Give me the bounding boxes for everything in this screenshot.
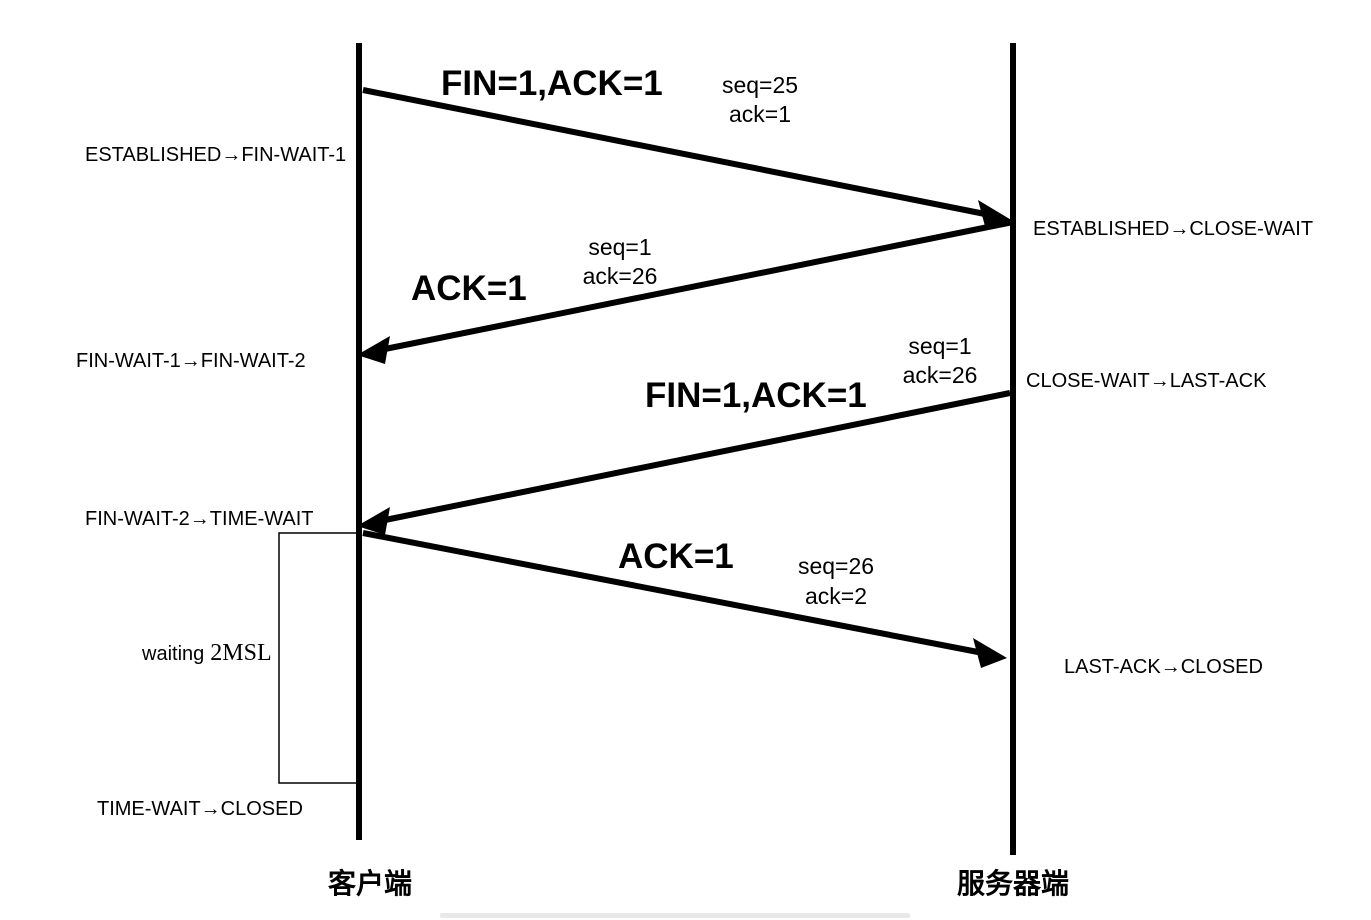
message-3-fin-ack: FIN=1,ACK=1 seq=1 ack=26: [357, 333, 1011, 535]
waiting-2msl-label: waiting 2MSL: [141, 640, 272, 666]
message-4-flags: ACK=1: [618, 537, 734, 576]
time-wait-bracket: [278, 532, 360, 784]
client-state-time-wait-closed: TIME-WAIT→CLOSED: [97, 798, 303, 820]
client-state-fin-wait-2-time-wait: FIN-WAIT-2→TIME-WAIT: [85, 508, 314, 530]
message-2-line: [384, 219, 1014, 352]
wait-duration-text: 2MSL: [210, 640, 271, 666]
client-state-fin-wait-1-fin-wait-2: FIN-WAIT-1→FIN-WAIT-2: [76, 350, 306, 372]
message-3-seq: seq=1: [908, 333, 971, 359]
message-4-arrowhead: [973, 638, 1007, 668]
message-2-seq: seq=1: [588, 234, 651, 260]
message-2-ack: ACK=1 seq=1 ack=26: [357, 219, 1014, 364]
message-1-fin-ack: FIN=1,ACK=1 seq=25 ack=1: [362, 64, 1013, 230]
server-state-close-wait-last-ack: CLOSE-WAIT→LAST-ACK: [1026, 370, 1267, 392]
message-2-ack: ack=26: [583, 263, 658, 289]
message-3-line: [384, 390, 1011, 523]
message-3-flags: FIN=1,ACK=1: [645, 376, 867, 415]
message-4-ack: ack=2: [805, 583, 867, 609]
message-2-arrowhead: [357, 336, 390, 364]
server-state-established-close-wait: ESTABLISHED→CLOSE-WAIT: [1033, 218, 1313, 240]
message-4-ack: ACK=1 seq=26 ack=2: [362, 530, 1007, 668]
waiting-text: waiting: [141, 643, 204, 665]
message-1-flags: FIN=1,ACK=1: [441, 64, 663, 103]
horizontal-scrollbar[interactable]: [440, 913, 910, 918]
message-4-line: [362, 530, 979, 655]
server-label: 服务器端: [957, 867, 1069, 900]
message-3-ack: ack=26: [903, 362, 978, 388]
client-label: 客户端: [328, 867, 412, 900]
message-1-seq: seq=25: [722, 72, 798, 98]
message-1-ack: ack=1: [729, 101, 791, 127]
message-4-seq: seq=26: [798, 553, 874, 579]
message-2-flags: ACK=1: [411, 269, 527, 308]
message-1-line: [362, 87, 986, 217]
client-state-established-fin-wait-1: ESTABLISHED→FIN-WAIT-1: [85, 144, 346, 166]
server-state-last-ack-closed: LAST-ACK→CLOSED: [1064, 656, 1263, 678]
message-3-arrowhead: [357, 507, 390, 535]
